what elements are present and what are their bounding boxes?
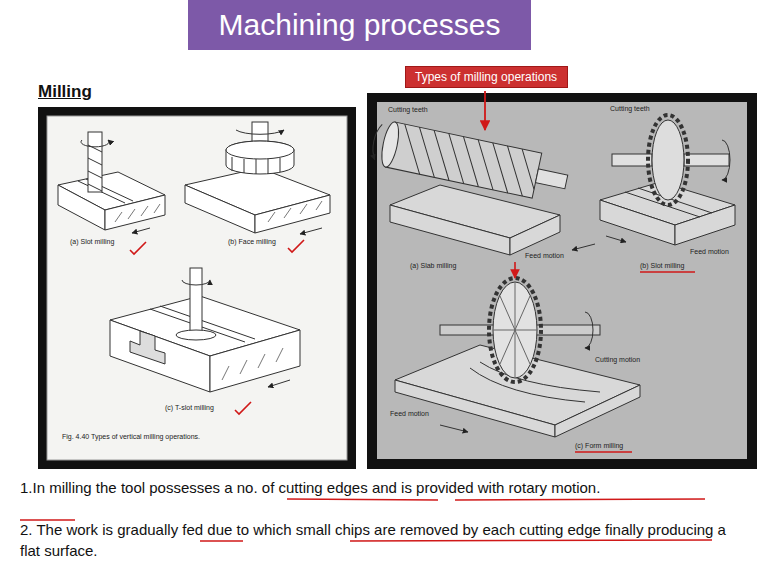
illustration-path xyxy=(395,124,542,198)
part-label: Cutting teeth xyxy=(610,105,650,113)
illustration-rect xyxy=(385,122,541,198)
illustration-g xyxy=(58,132,165,233)
illustration-path xyxy=(222,348,283,380)
illustration-polygon xyxy=(600,200,675,245)
illustration-g xyxy=(369,119,571,205)
slide-title: Machining processes xyxy=(188,0,531,50)
illustration-rect xyxy=(190,268,202,332)
illustration-path xyxy=(182,280,210,285)
illustration-path xyxy=(236,130,284,134)
illustration-path xyxy=(722,140,730,180)
illustration-polygon xyxy=(395,380,555,437)
illustration-path xyxy=(370,123,382,159)
illustration-ellipse xyxy=(648,115,688,205)
figure-caption: (a) Slot milling xyxy=(70,238,114,246)
illustration-path xyxy=(200,540,243,542)
illustration-polygon xyxy=(185,185,255,233)
section-heading: Milling xyxy=(38,82,92,102)
illustration-path xyxy=(130,331,165,364)
illustration-line xyxy=(575,451,632,453)
illustration-ellipse xyxy=(493,282,537,378)
illustration-path xyxy=(20,519,75,521)
illustration-g xyxy=(369,119,595,255)
note-text: 2. The work is gradually fed due to whic… xyxy=(20,519,745,561)
illustration-path xyxy=(287,499,438,500)
motion-label: Cutting motion xyxy=(595,356,640,364)
illustration-rect xyxy=(535,169,567,189)
illustration-path xyxy=(585,312,593,348)
illustration-rect xyxy=(377,102,747,459)
motion-label: Feed motion xyxy=(690,248,729,256)
illustration-polygon xyxy=(255,195,330,233)
illustration-line xyxy=(132,228,150,233)
illustration-path xyxy=(268,201,322,222)
illustration-g xyxy=(395,278,640,437)
illustration-ellipse xyxy=(226,141,294,159)
pen-annotation xyxy=(515,262,695,452)
figure-caption: (c) Form milling xyxy=(575,442,623,450)
note-text: 1.In milling the tool possesses a no. of… xyxy=(20,477,745,498)
illustration-path xyxy=(493,282,537,378)
figure-caption: (b) Slot milling xyxy=(640,262,684,270)
box-text: Types of milling operations xyxy=(415,70,558,84)
illustration-path xyxy=(288,240,304,252)
illustration-rect xyxy=(367,93,757,469)
illustration-rect xyxy=(684,154,729,166)
illustration-rect xyxy=(47,116,347,460)
figure-caption: (a) Slab milling xyxy=(410,262,456,270)
illustration-polygon xyxy=(510,215,560,255)
illustration-polygon xyxy=(210,330,300,392)
illustration-line xyxy=(300,228,322,234)
illustration-g xyxy=(110,268,300,392)
motion-label: Feed motion xyxy=(525,252,564,260)
illustration-line xyxy=(572,244,595,250)
figure-caption: (c) T-slot milling xyxy=(165,404,214,412)
illustration-path xyxy=(81,140,109,147)
title-banner xyxy=(188,0,531,50)
part-label: Cutting teeth xyxy=(388,106,428,114)
illustration-line xyxy=(606,236,626,242)
pen-arrow xyxy=(484,91,486,130)
illustration-ellipse xyxy=(176,330,216,340)
heading-box: Types of milling operations xyxy=(405,66,568,88)
illustration-path xyxy=(226,141,294,174)
illustration-line xyxy=(640,271,695,273)
check-mark xyxy=(130,240,304,414)
illustration-path xyxy=(455,499,705,500)
illustration-g xyxy=(600,115,735,245)
illustration-path xyxy=(130,242,146,254)
illustration-rect xyxy=(38,107,356,469)
illustration-polygon xyxy=(105,195,165,230)
illustration-path xyxy=(235,402,251,414)
illustration-line xyxy=(514,262,516,278)
illustration-polygon xyxy=(555,385,640,437)
illustration-ellipse xyxy=(379,121,402,169)
illustration-g xyxy=(185,122,330,234)
illustration-path xyxy=(88,145,102,191)
figure-caption: Fig. 4.40 Types of vertical milling oper… xyxy=(62,433,200,441)
figure-caption: (b) Face milling xyxy=(228,238,276,246)
illustration-line xyxy=(268,380,290,387)
illustration-path xyxy=(115,204,160,222)
illustration-ellipse xyxy=(489,278,541,382)
motion-label: Feed motion xyxy=(390,410,429,418)
vertical-milling-figure xyxy=(38,107,356,469)
illustration-polygon xyxy=(390,205,510,255)
illustration-rect xyxy=(88,132,102,192)
milling-operations-figure xyxy=(367,93,757,469)
illustration-path xyxy=(78,179,133,203)
illustration-line xyxy=(440,425,468,432)
illustration-ellipse xyxy=(652,120,684,200)
illustration-path xyxy=(232,157,280,174)
illustration-path xyxy=(350,540,712,541)
